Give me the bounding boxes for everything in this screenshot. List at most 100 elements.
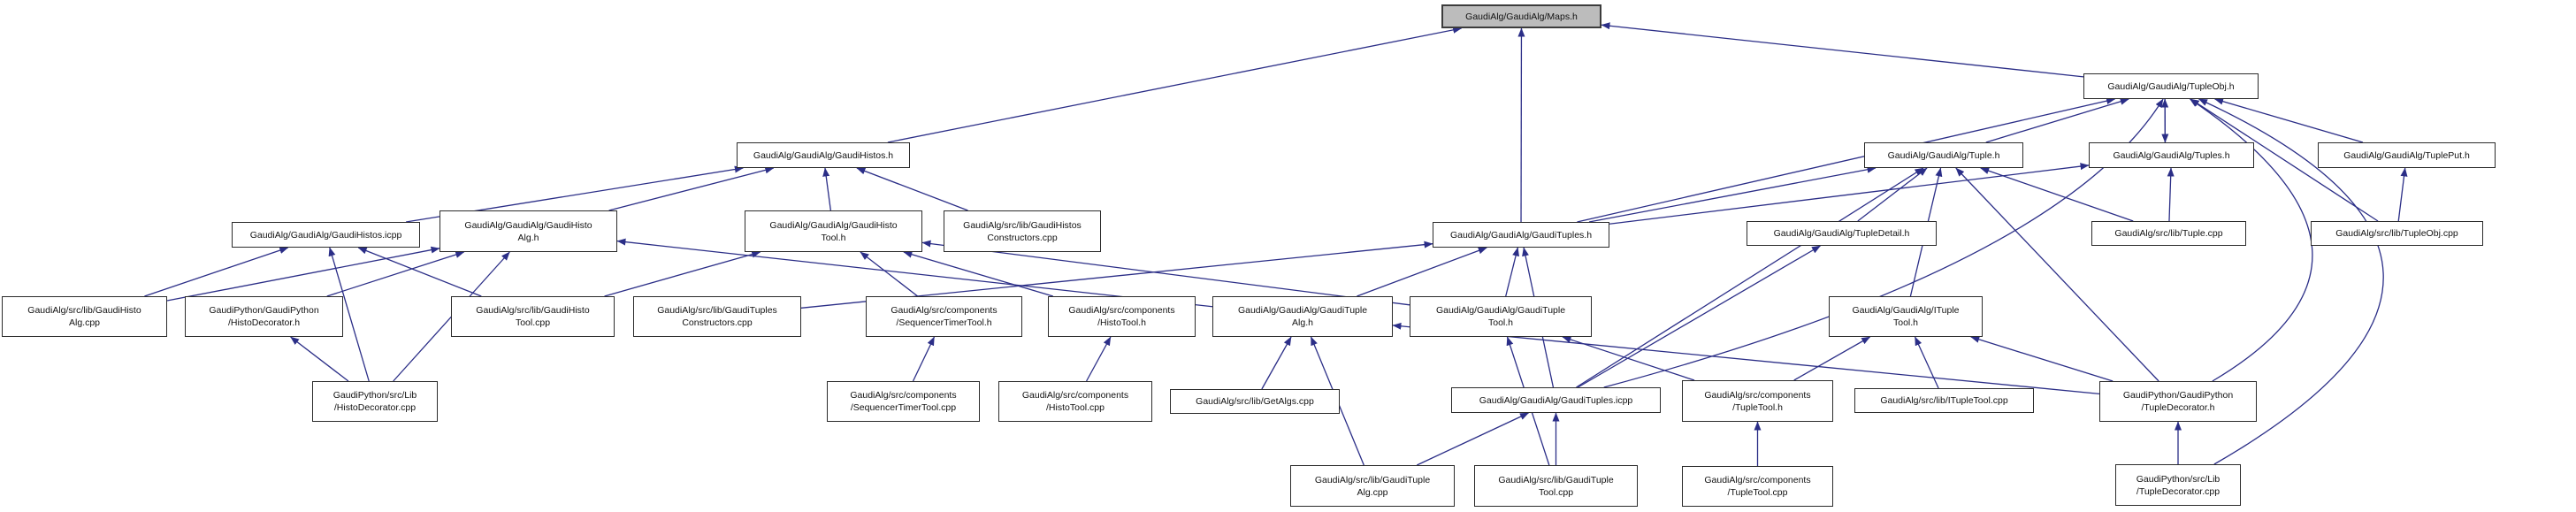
graph-node-label: /SequencerTimerTool.cpp (850, 402, 957, 413)
graph-node-tupleobj-cpp[interactable]: GaudiAlg/src/lib/TupleObj.cpp (2311, 221, 2483, 246)
graph-node-sequencertimertool-cpp[interactable]: GaudiAlg/src/components/SequencerTimerTo… (827, 381, 980, 422)
graph-edge-gaudihistotool-cpp-to-gaudihistos-icpp (357, 247, 482, 297)
graph-edge-gaudituplealg-cpp-to-gaudituples-icpp (1416, 412, 1529, 466)
graph-edge-getalgs-cpp-to-gaudituplealg-h (1261, 336, 1292, 390)
graph-node-label: GaudiAlg/GaudiAlg/GaudiHisto (464, 219, 592, 231)
graph-edge-gaudituplealg-h-to-gaudituples-h (1357, 247, 1487, 297)
graph-node-tupletool-cpp[interactable]: GaudiAlg/src/components/TupleTool.cpp (1682, 466, 1833, 507)
graph-node-label: GaudiAlg/GaudiAlg/Maps.h (1465, 11, 1578, 22)
graph-edge-histodecorator-cpp-to-histodecorator-h (290, 336, 349, 382)
graph-node-tuple-cpp[interactable]: GaudiAlg/src/lib/Tuple.cpp (2091, 221, 2246, 246)
graph-node-label: GaudiAlg/src/lib/GaudiTuple (1498, 474, 1614, 485)
graph-node-label: /HistoTool.h (1097, 317, 1146, 328)
graph-node-tuples-h[interactable]: GaudiAlg/GaudiAlg/Tuples.h (2089, 142, 2254, 168)
graph-node-label: GaudiAlg/src/lib/GetAlgs.cpp (1196, 396, 1314, 407)
graph-node-getalgs-cpp[interactable]: GaudiAlg/src/lib/GetAlgs.cpp (1170, 389, 1340, 414)
graph-node-maps-h[interactable]: GaudiAlg/GaudiAlg/Maps.h (1441, 4, 1601, 28)
graph-node-label: /HistoDecorator.h (227, 317, 301, 328)
graph-node-tupleobj-h[interactable]: GaudiAlg/GaudiAlg/TupleObj.h (2083, 73, 2259, 99)
graph-node-tupledecorator-h[interactable]: GaudiPython/GaudiPython/TupleDecorator.h (2099, 381, 2257, 422)
graph-node-histodecorator-cpp[interactable]: GaudiPython/src/Lib/HistoDecorator.cpp (312, 381, 438, 422)
graph-node-label: GaudiAlg/src/lib/GaudiHistos (963, 219, 1082, 231)
graph-edge-gaudituples-icpp-to-tuple-h (1576, 167, 1924, 388)
graph-node-label: GaudiAlg/GaudiAlg/GaudiHisto (769, 219, 898, 231)
graph-node-label: GaudiAlg/src/lib/GaudiHisto (476, 305, 590, 316)
graph-node-tupledecorator-cpp[interactable]: GaudiPython/src/Lib/TupleDecorator.cpp (2115, 464, 2241, 506)
graph-node-label: GaudiAlg/GaudiAlg/ITuple (1852, 305, 1960, 316)
graph-edge-tupledecorator-h-to-tuple-h (1955, 167, 2159, 382)
graph-node-label: GaudiAlg/src/components (1021, 390, 1129, 401)
graph-node-label: GaudiAlg/src/lib/GaudiTuples (657, 305, 777, 316)
graph-node-label: /TupleDecorator.cpp (2136, 485, 2221, 497)
graph-node-label: GaudiAlg/GaudiAlg/GaudiHistos.h (753, 149, 894, 161)
graph-node-gaudituples-h[interactable]: GaudiAlg/GaudiAlg/GaudiTuples.h (1433, 222, 1609, 248)
graph-node-label: Constructors.cpp (987, 232, 1058, 243)
graph-node-gaudihistos-h[interactable]: GaudiAlg/GaudiAlg/GaudiHistos.h (737, 142, 910, 168)
graph-edge-histotool-h-to-gaudihistotool-h (903, 250, 1053, 297)
graph-node-label: GaudiPython/src/Lib (333, 390, 417, 401)
graph-node-tupleput-h[interactable]: GaudiAlg/GaudiAlg/TuplePut.h (2318, 142, 2496, 168)
graph-node-histotool-cpp[interactable]: GaudiAlg/src/components/HistoTool.cpp (998, 381, 1152, 422)
graph-edge-tuple-cpp-to-tuples-h (2167, 167, 2175, 222)
graph-node-histotool-h[interactable]: GaudiAlg/src/components/HistoTool.h (1048, 296, 1196, 337)
graph-node-label: GaudiAlg/GaudiAlg/GaudiTuple (1237, 305, 1368, 316)
graph-edge-tupleobj-cpp-to-tupleput-h (2397, 167, 2408, 222)
graph-node-gaudihistos-icpp[interactable]: GaudiAlg/GaudiAlg/GaudiHistos.icpp (232, 222, 420, 248)
graph-node-label: Tool.h (1892, 317, 1919, 328)
graph-edge-gaudihistotool-cpp-to-gaudihistotool-h (604, 250, 761, 297)
graph-edge-gaudihistoalg-cpp-to-gaudihistos-icpp (144, 247, 289, 297)
graph-edge-gaudituples-icpp-to-tupledetail-h (1578, 245, 1821, 388)
graph-edge-itupletool-cpp-to-itupletool-h (1914, 336, 1939, 389)
graph-edge-gaudituples-h-to-tupleobj-h (1577, 97, 2116, 223)
graph-node-label: GaudiAlg/src/components (891, 305, 998, 316)
graph-edge-gauditupletool-h-to-gaudihistotool-h (921, 240, 1410, 306)
graph-node-sequencertimertool-h[interactable]: GaudiAlg/src/components/SequencerTimerTo… (866, 296, 1022, 337)
graph-edge-gaudihistotool-h-to-gaudihistos-h (822, 167, 832, 211)
graph-node-label: Alg.h (517, 232, 539, 243)
graph-node-label: GaudiPython/GaudiPython (209, 305, 319, 316)
graph-node-label: GaudiAlg/src/lib/ITupleTool.cpp (1880, 395, 2008, 406)
graph-node-label: /TupleTool.h (1732, 401, 1783, 413)
graph-node-label: GaudiAlg/GaudiAlg/TupleDetail.h (1773, 228, 1910, 239)
graph-edge-gaudituples-h-to-tuples-h (1609, 163, 2090, 225)
graph-edge-sequencertimertool-cpp-to-sequencertimertool-h (912, 336, 936, 382)
graph-node-label: GaudiAlg/src/components (850, 390, 957, 401)
graph-node-label: GaudiAlg/src/components (1704, 389, 1811, 401)
graph-node-label: GaudiAlg/GaudiAlg/GaudiTuple (1435, 305, 1566, 316)
graph-node-label: GaudiAlg/src/lib/GaudiHisto (27, 305, 141, 316)
graph-node-histodecorator-h[interactable]: GaudiPython/GaudiPython/HistoDecorator.h (185, 296, 343, 337)
graph-node-label: GaudiAlg/GaudiAlg/GaudiTuples.h (1449, 229, 1593, 241)
graph-node-tuple-h[interactable]: GaudiAlg/GaudiAlg/Tuple.h (1864, 142, 2023, 168)
graph-node-label: /HistoTool.cpp (1046, 402, 1105, 413)
graph-edge-tupleobj-h-to-maps-h (1601, 22, 2084, 78)
graph-edge-gaudihistos-h-to-maps-h (887, 26, 1463, 143)
graph-node-gaudituples-icpp[interactable]: GaudiAlg/GaudiAlg/GaudiTuples.icpp (1451, 387, 1661, 413)
graph-edge-tupledetail-h-to-tuple-h (1857, 167, 1928, 222)
graph-edge-histodecorator-h-to-gaudihistoalg-h (326, 251, 465, 297)
graph-node-itupletool-cpp[interactable]: GaudiAlg/src/lib/ITupleTool.cpp (1854, 388, 2034, 413)
graph-edge-tuple-h-to-tupleobj-h (1985, 97, 2129, 143)
graph-node-label: GaudiAlg/GaudiAlg/GaudiTuples.icpp (1479, 394, 1633, 406)
graph-edge-histotool-cpp-to-histotool-h (1086, 336, 1112, 382)
graph-node-label: GaudiAlg/src/lib/Tuple.cpp (2114, 228, 2223, 239)
graph-edge-tupledecorator-cpp-to-tupleobj-h (2198, 98, 2384, 465)
graph-node-label: Alg.cpp (68, 317, 101, 328)
graph-node-tupletool-h[interactable]: GaudiAlg/src/components/TupleTool.h (1682, 380, 1833, 422)
graph-node-label: Tool.cpp (1538, 486, 1574, 498)
graph-node-tupledetail-h[interactable]: GaudiAlg/GaudiAlg/TupleDetail.h (1747, 221, 1937, 246)
graph-node-label: GaudiAlg/src/components (1068, 305, 1175, 316)
graph-edge-tupledecorator-h-to-tupleobj-h (2190, 98, 2313, 382)
graph-node-label: /HistoDecorator.cpp (333, 402, 417, 413)
graph-edge-gaudituples-h-to-tuple-h (1588, 165, 1877, 223)
